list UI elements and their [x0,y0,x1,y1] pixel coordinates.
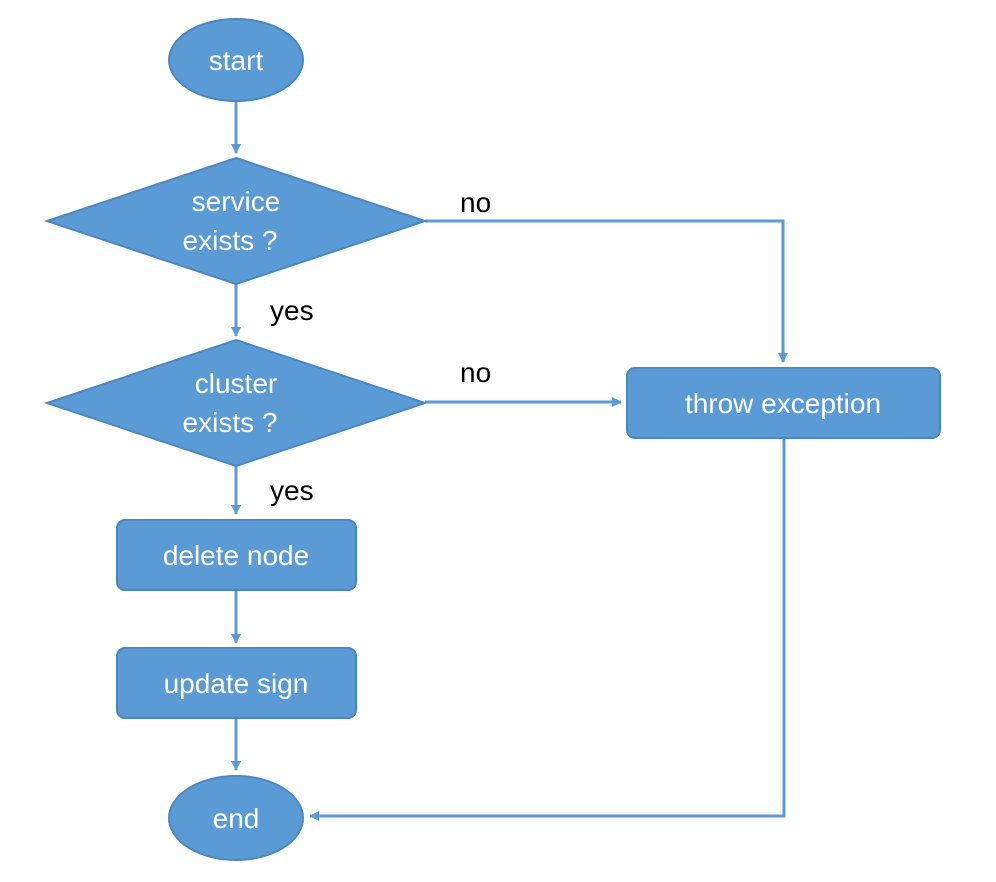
update-sign-process: update sign [116,647,357,719]
end-shape [168,775,304,861]
update-sign-shape [116,647,357,719]
cluster-exists-label-line2: exists ? [183,407,278,438]
cluster-yes-label: yes [270,475,314,506]
delete-node-process: delete node [116,519,357,591]
end-node: end [168,775,304,861]
cluster-exists-label-line1: cluster [195,368,277,399]
start-label: start [209,45,264,76]
connector-exception-to-end [309,438,786,821]
cluster-no-label: no [460,357,491,388]
service-yes-label: yes [270,295,314,326]
throw-exception-shape [626,367,941,439]
update-sign-label: update sign [164,668,309,699]
delete-node-shape [116,519,357,591]
throw-exception-label: throw exception [685,388,881,419]
service-no-label: no [460,187,491,218]
end-label: end [213,803,260,834]
edge-labels: no yes no yes [270,187,491,506]
service-exists-decision: service exists ? [43,156,429,286]
delete-node-label: delete node [163,540,309,571]
cluster-exists-decision: cluster exists ? [43,338,429,468]
service-exists-label-line2: exists ? [183,225,278,256]
start-node: start [168,18,304,102]
cluster-exists-shape [43,338,429,468]
throw-exception-process: throw exception [626,367,941,439]
service-exists-label-line1: service [192,186,281,217]
connector-service-no-to-exception [425,219,788,363]
connectors [231,101,788,821]
start-shape [168,18,304,102]
service-exists-shape [43,156,429,286]
